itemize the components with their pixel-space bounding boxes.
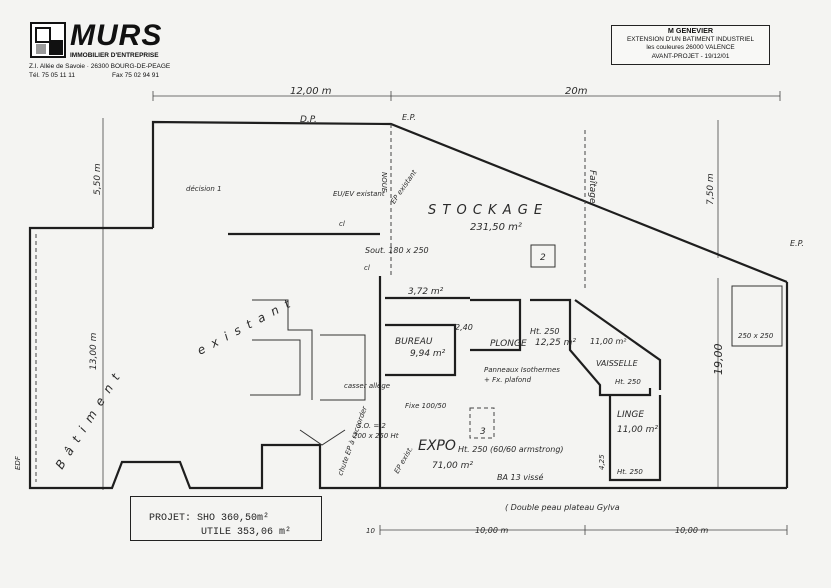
company-name: MURS (70, 19, 163, 52)
linge-ht: Ht. 250 (617, 468, 643, 476)
dp-label: D.P. (300, 115, 317, 125)
eu-ev-label: EU/EV existant (333, 190, 385, 198)
utile-row: UTILE 353,06 m² (201, 527, 291, 538)
plonge-label: PLONGE (490, 339, 527, 349)
chute-label: chute EP à raccorder (336, 404, 369, 476)
faux-plafond-label: + Fx. plafond (484, 376, 532, 384)
vaisselle-label: VAISSELLE (596, 359, 639, 368)
company-address: Z.I. Allée de Savoie · 26300 BOURG-DE-PE… (29, 63, 171, 70)
double-peau-label: ( Double peau plateau Gylva (505, 503, 620, 512)
dim-250-label: 250 x 250 (738, 332, 774, 340)
small-ref-label: décision 1 (186, 185, 222, 193)
expo-area: 71,00 m² (432, 461, 473, 471)
bottom-dimension-lines (379, 525, 788, 535)
title-line-1: EXTENSION D'UN BATIMENT INDUSTRIEL (626, 35, 755, 43)
title-client: M GENEVIER (667, 26, 714, 35)
new-rooms-walls (378, 276, 787, 490)
marker-box-2 (530, 244, 556, 268)
existing-building-walls (28, 226, 380, 490)
batiment-label: B â t i m e n t (53, 369, 124, 471)
utile-label: UTILE (201, 527, 232, 538)
panneaux-label: Panneaux Isothermes (484, 366, 560, 374)
dim-top-left: 12,00 m (290, 86, 332, 97)
dim-left-upper: 5,50 m (93, 163, 103, 195)
vaisselle-area: 11,00 m² (590, 337, 627, 346)
linge-area: 11,00 m² (617, 425, 658, 435)
marker-2: 2 (540, 253, 546, 263)
company-tagline: IMMOBILIER D'ENTREPRISE (70, 52, 159, 59)
expo-ht: Ht. 250 (60/60 armstrong) (458, 445, 564, 454)
dim-425: 4,25 (598, 454, 606, 470)
expo-label: EXPO (418, 438, 456, 454)
company-contacts: Tél. 75 05 11 11 Fax 75 02 94 91 (29, 72, 159, 79)
cl-label-2: cl (364, 264, 370, 272)
dim-bottom-right: 10,00 m (675, 526, 708, 535)
company-phone: Tél. 75 05 11 11 (29, 72, 76, 79)
shon-label: PROJET: SHO (149, 513, 216, 524)
murs-logo-mark (30, 22, 66, 58)
ep-right-label: E.P. (790, 239, 804, 248)
vaisselle-ht: Ht. 250 (615, 378, 641, 386)
ep-top-label: E.P. (402, 113, 416, 122)
cl-label-1: cl (339, 220, 345, 228)
dim-right-upper: 7,50 m (706, 173, 716, 205)
shon-value: 360,50m² (221, 513, 270, 524)
plonge-ht: Ht. 250 (530, 327, 560, 336)
soutien-label: Sout. 180 x 250 (365, 246, 429, 255)
title-line-2: les couleures 26000 VALENCE (646, 44, 735, 52)
dim-bottom-small: 10 (366, 527, 375, 535)
dim-bottom-left: 10,00 m (475, 526, 508, 535)
bureau-label: BUREAU (395, 337, 433, 347)
dim-240: 2,40 (455, 323, 473, 332)
faitage-label: Faîtage (587, 170, 597, 204)
wc-area: 3,72 m² (408, 287, 444, 297)
stockage-walls (151, 120, 789, 488)
existant-label: e x i s t a n t (195, 296, 294, 358)
dim-top-right: 20m (565, 86, 588, 97)
shon-row: PROJET: SHO 360,50m² (149, 513, 269, 524)
marker-box-3 (469, 407, 495, 439)
project-summary-box: PROJET: SHO 360,50m² UTILE 353,06 m² (130, 496, 322, 541)
company-fax: Fax 75 02 94 91 (112, 72, 159, 79)
top-dimension-lines (152, 91, 781, 101)
noue-label: NOUE (380, 172, 388, 193)
so-label: S.O. = 2 (357, 422, 386, 430)
so-ht-label: 200 x 250 Ht (353, 432, 399, 440)
utile-value: 353,06 m² (237, 527, 292, 538)
fixe-label: Fixe 100/50 (405, 402, 447, 410)
marker-box-250 (731, 285, 783, 347)
edf-label: EDF (14, 455, 22, 470)
stockage-area: 231,50 m² (470, 222, 522, 233)
title-block: M GENEVIER EXTENSION D'UN BATIMENT INDUS… (611, 25, 770, 65)
marker-3: 3 (480, 427, 486, 437)
bureau-area: 9,94 m² (410, 349, 446, 359)
title-line-3: AVANT-PROJET - 19/12/01 (651, 52, 730, 60)
ep-exist-bottom-label: EP exist. (393, 445, 415, 475)
dim-right-main: 19,00 (712, 344, 725, 376)
ba13-label: BA 13 vissé (497, 472, 544, 482)
dim-left-main: 13,00 m (89, 332, 99, 370)
stockage-label: S T O C K A G E (428, 203, 543, 218)
marker-1: 1 (205, 187, 206, 189)
plonge-area: 12,25 m² (535, 338, 576, 348)
ep-existant-label: EP existant (389, 168, 418, 205)
linge-label: LINGE (617, 410, 644, 420)
casse-allege-label: casser allège (344, 382, 390, 390)
